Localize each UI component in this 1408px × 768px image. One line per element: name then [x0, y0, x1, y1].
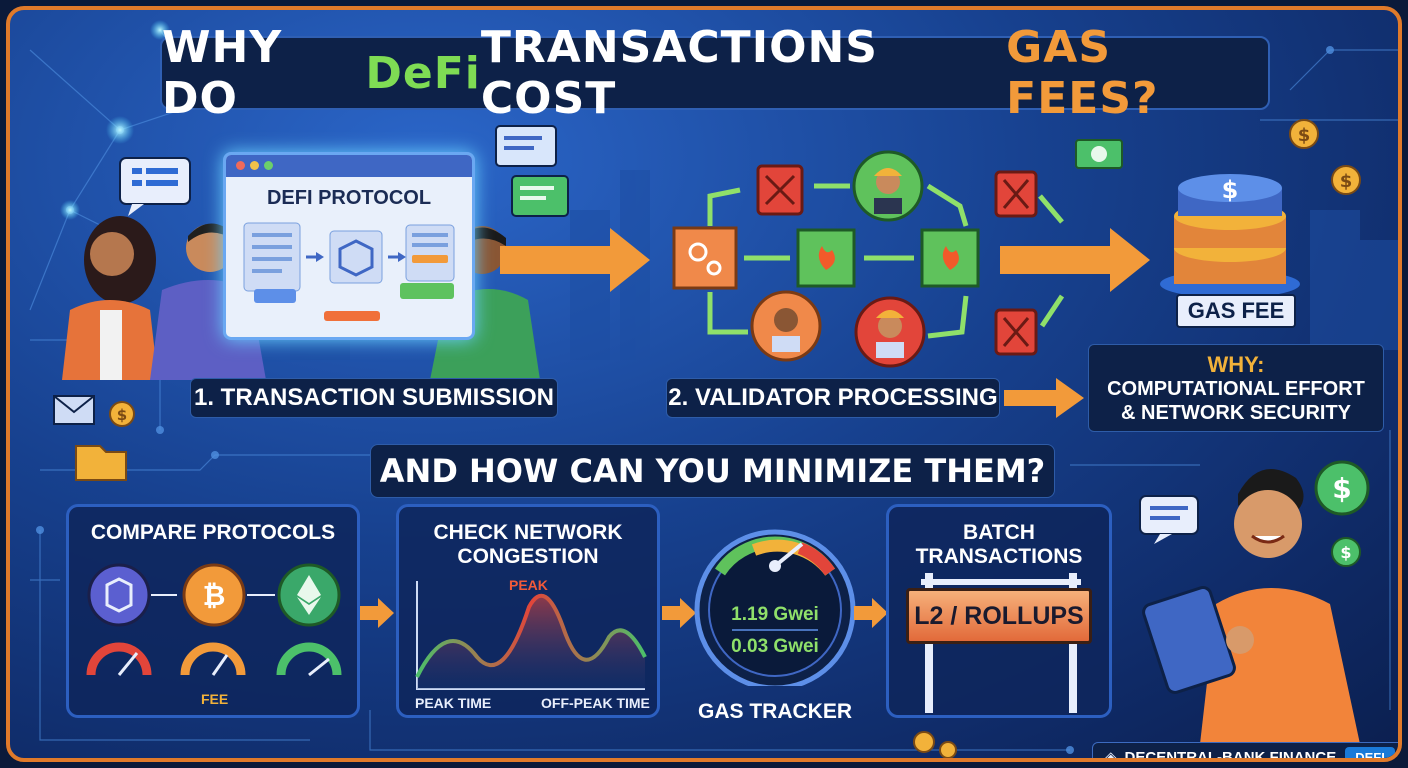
- bank-logo-icon: ◈: [1105, 749, 1117, 762]
- compare-protocols-title: COMPARE PROTOCOLS: [90, 521, 336, 544]
- protocol-flow-graphic: [243, 222, 455, 321]
- browser-title: DEFI PROTOCOL: [266, 187, 432, 209]
- person-with-tablet: $ $: [1139, 460, 1370, 744]
- why-heading: WHY:: [1207, 352, 1265, 377]
- arrow-to-validators: [500, 228, 650, 292]
- gas-reading-2: 0.03 Gwei: [731, 636, 819, 657]
- congestion-title-line-1: CHECK NETWORK: [433, 521, 623, 544]
- arrow-3: [854, 598, 888, 628]
- subtitle: AND HOW CAN YOU MINIMIZE THEM?: [370, 444, 1055, 498]
- why-line-1: COMPUTATIONAL EFFORT: [1107, 378, 1365, 400]
- why-line-2: & NETWORK SECURITY: [1121, 402, 1351, 424]
- arrow-1: [360, 598, 394, 628]
- bitcoin-icon: [182, 563, 246, 627]
- title-part-defi: DeFi: [365, 47, 481, 99]
- peak-time-label: PEAK TIME: [415, 695, 492, 711]
- gas-fee-coins-graphic: $ $ $: [1075, 119, 1361, 298]
- close-dot-icon: [236, 161, 245, 170]
- validator-network-graphic: [672, 150, 1065, 368]
- network-congestion-panel: CHECK NETWORK CONGESTION PEAK PEAK TIME …: [396, 504, 660, 718]
- gas-tracker-label: GAS TRACKER: [697, 700, 852, 723]
- svg-text:$: $: [1340, 543, 1351, 562]
- svg-text:$: $: [1298, 125, 1311, 146]
- mail-folder-icons: $: [53, 395, 135, 481]
- why-explanation: WHY: COMPUTATIONAL EFFORT & NETWORK SECU…: [1088, 344, 1384, 432]
- congestion-curve: [415, 581, 647, 690]
- defi-badge: DEFI: [1345, 747, 1395, 758]
- peak-label: PEAK: [509, 577, 548, 593]
- footer-site: DECENTRAL-BANK.FINANCE: [1124, 748, 1337, 762]
- infographic-frame: WHY DO DeFi TRANSACTIONS COST GAS FEES? …: [6, 6, 1402, 762]
- dollar-coin-icon: [1314, 460, 1370, 516]
- main-title: WHY DO DeFi TRANSACTIONS COST GAS FEES?: [160, 22, 1270, 124]
- minimize-dot-icon: [250, 161, 259, 170]
- title-part-gas-fees: GAS FEES?: [1006, 22, 1159, 124]
- l2-rollups-sign: L2 / ROLLUPS: [906, 588, 1092, 644]
- gas-tracker-gauge: [694, 529, 856, 686]
- off-peak-time-label: OFF-PEAK TIME: [541, 695, 650, 711]
- gas-fee-tag: GAS FEE: [1176, 294, 1296, 328]
- small-coins-icon: [913, 731, 957, 758]
- footer: ◈ DECENTRAL-BANK.FINANCE DEFI: [1092, 742, 1398, 762]
- svg-text:$: $: [1332, 472, 1351, 505]
- svg-text:$: $: [1222, 176, 1239, 204]
- browser-titlebar: [226, 155, 472, 177]
- gas-reading-1: 1.19 Gwei: [731, 604, 819, 625]
- svg-text:$: $: [1340, 171, 1353, 192]
- arrow-to-why: [1004, 378, 1084, 418]
- protocol-a-icon: [87, 563, 151, 627]
- title-part-1: WHY DO: [162, 22, 283, 124]
- arrow-2: [662, 598, 696, 628]
- batch-title-line-1: BATCH: [963, 521, 1035, 544]
- svg-text:₿: ₿: [203, 579, 226, 612]
- coin-stack-icon: $: [1160, 174, 1300, 298]
- chat-windows-graphic: [495, 125, 569, 217]
- step-1-label: 1. TRANSACTION SUBMISSION: [190, 378, 558, 418]
- batch-title-line-2: TRANSACTIONS: [915, 545, 1083, 568]
- step-2-label: 2. VALIDATOR PROCESSING: [666, 378, 1000, 418]
- svg-text:$: $: [117, 406, 127, 424]
- title-part-3: TRANSACTIONS COST: [480, 22, 878, 124]
- fee-label: FEE: [201, 691, 229, 707]
- defi-protocol-window: DEFI PROTOCOL: [223, 152, 475, 340]
- compare-protocols-panel: COMPARE PROTOCOLS ₿ FEE: [66, 504, 360, 718]
- congestion-title-line-2: CONGESTION: [457, 545, 599, 568]
- protocol-icons: ₿: [86, 563, 342, 677]
- arrow-to-gas-fee: [1000, 228, 1150, 292]
- maximize-dot-icon: [264, 161, 273, 170]
